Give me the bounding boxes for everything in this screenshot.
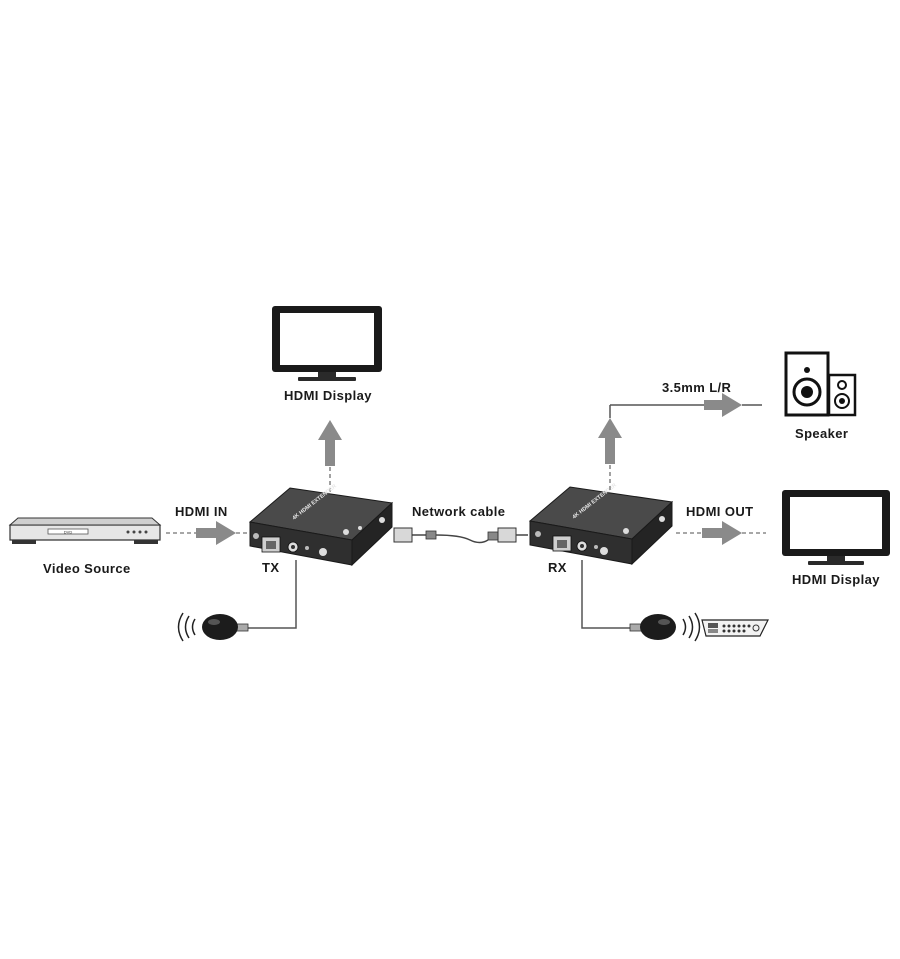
monitor-icon (272, 306, 382, 381)
ir-receiver-icon-rx (640, 614, 676, 640)
ir-receiver-icon (202, 614, 238, 640)
tx-label: TX (262, 560, 280, 575)
rx-box-icon (528, 486, 674, 566)
ir-signal-icon (177, 612, 196, 642)
arrow-rx-to-display (676, 521, 766, 545)
dvd-player-icon (8, 517, 162, 544)
ir-signal-icon-rx (682, 612, 701, 642)
rx-label: RX (548, 560, 567, 575)
hdmi-out-label: HDMI OUT (686, 504, 754, 519)
dvd-label: DVD (64, 530, 73, 535)
hdmi-display-right-label: HDMI Display (792, 572, 880, 587)
arrow-tx-to-display (318, 420, 342, 492)
hdmi-display-top-label: HDMI Display (284, 388, 372, 403)
rx-ir-cable (581, 560, 643, 632)
arrow-source-to-tx (166, 521, 250, 545)
tx-box-icon (248, 487, 394, 567)
network-cable-label: Network cable (412, 504, 506, 519)
monitor-icon-right (782, 490, 890, 565)
audio-out-label: 3.5mm L/R (662, 380, 732, 395)
network-cable (393, 527, 528, 544)
arrow-rx-to-speaker (598, 393, 762, 490)
hdmi-in-label: HDMI IN (175, 504, 228, 519)
speaker-label: Speaker (795, 426, 849, 441)
remote-control-icon (701, 619, 769, 637)
video-source-label: Video Source (43, 561, 131, 576)
speaker-icon (784, 351, 857, 417)
